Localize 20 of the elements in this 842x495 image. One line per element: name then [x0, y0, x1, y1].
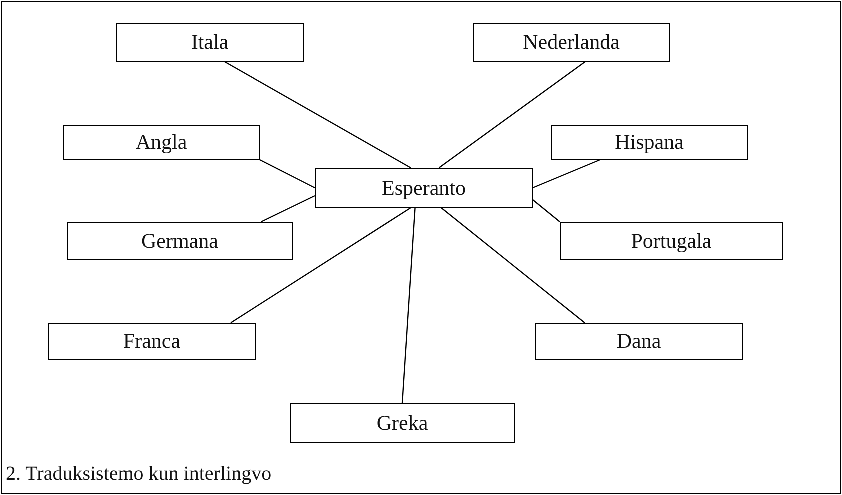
language-box: Angla: [63, 125, 260, 160]
connector-line: [438, 62, 586, 168]
language-box: Greka: [290, 403, 515, 443]
language-box: Franca: [48, 323, 256, 360]
connector-line: [230, 208, 412, 324]
connector-line: [261, 195, 316, 223]
language-box: Hispana: [551, 125, 748, 160]
connector-line: [532, 159, 600, 189]
connector-line: [260, 159, 316, 189]
connector-line: [224, 61, 412, 169]
language-box: Dana: [535, 323, 743, 360]
connector-line: [532, 200, 560, 222]
connector-line: [441, 208, 586, 324]
language-box: Esperanto: [315, 168, 533, 208]
caption: 2. Traduksistemo kun interlingvo: [6, 463, 272, 486]
connector-line: [402, 208, 416, 404]
language-box: Itala: [116, 23, 304, 62]
language-box: Germana: [67, 222, 293, 260]
language-box: Portugala: [560, 222, 783, 260]
language-box: Nederlanda: [473, 23, 670, 62]
